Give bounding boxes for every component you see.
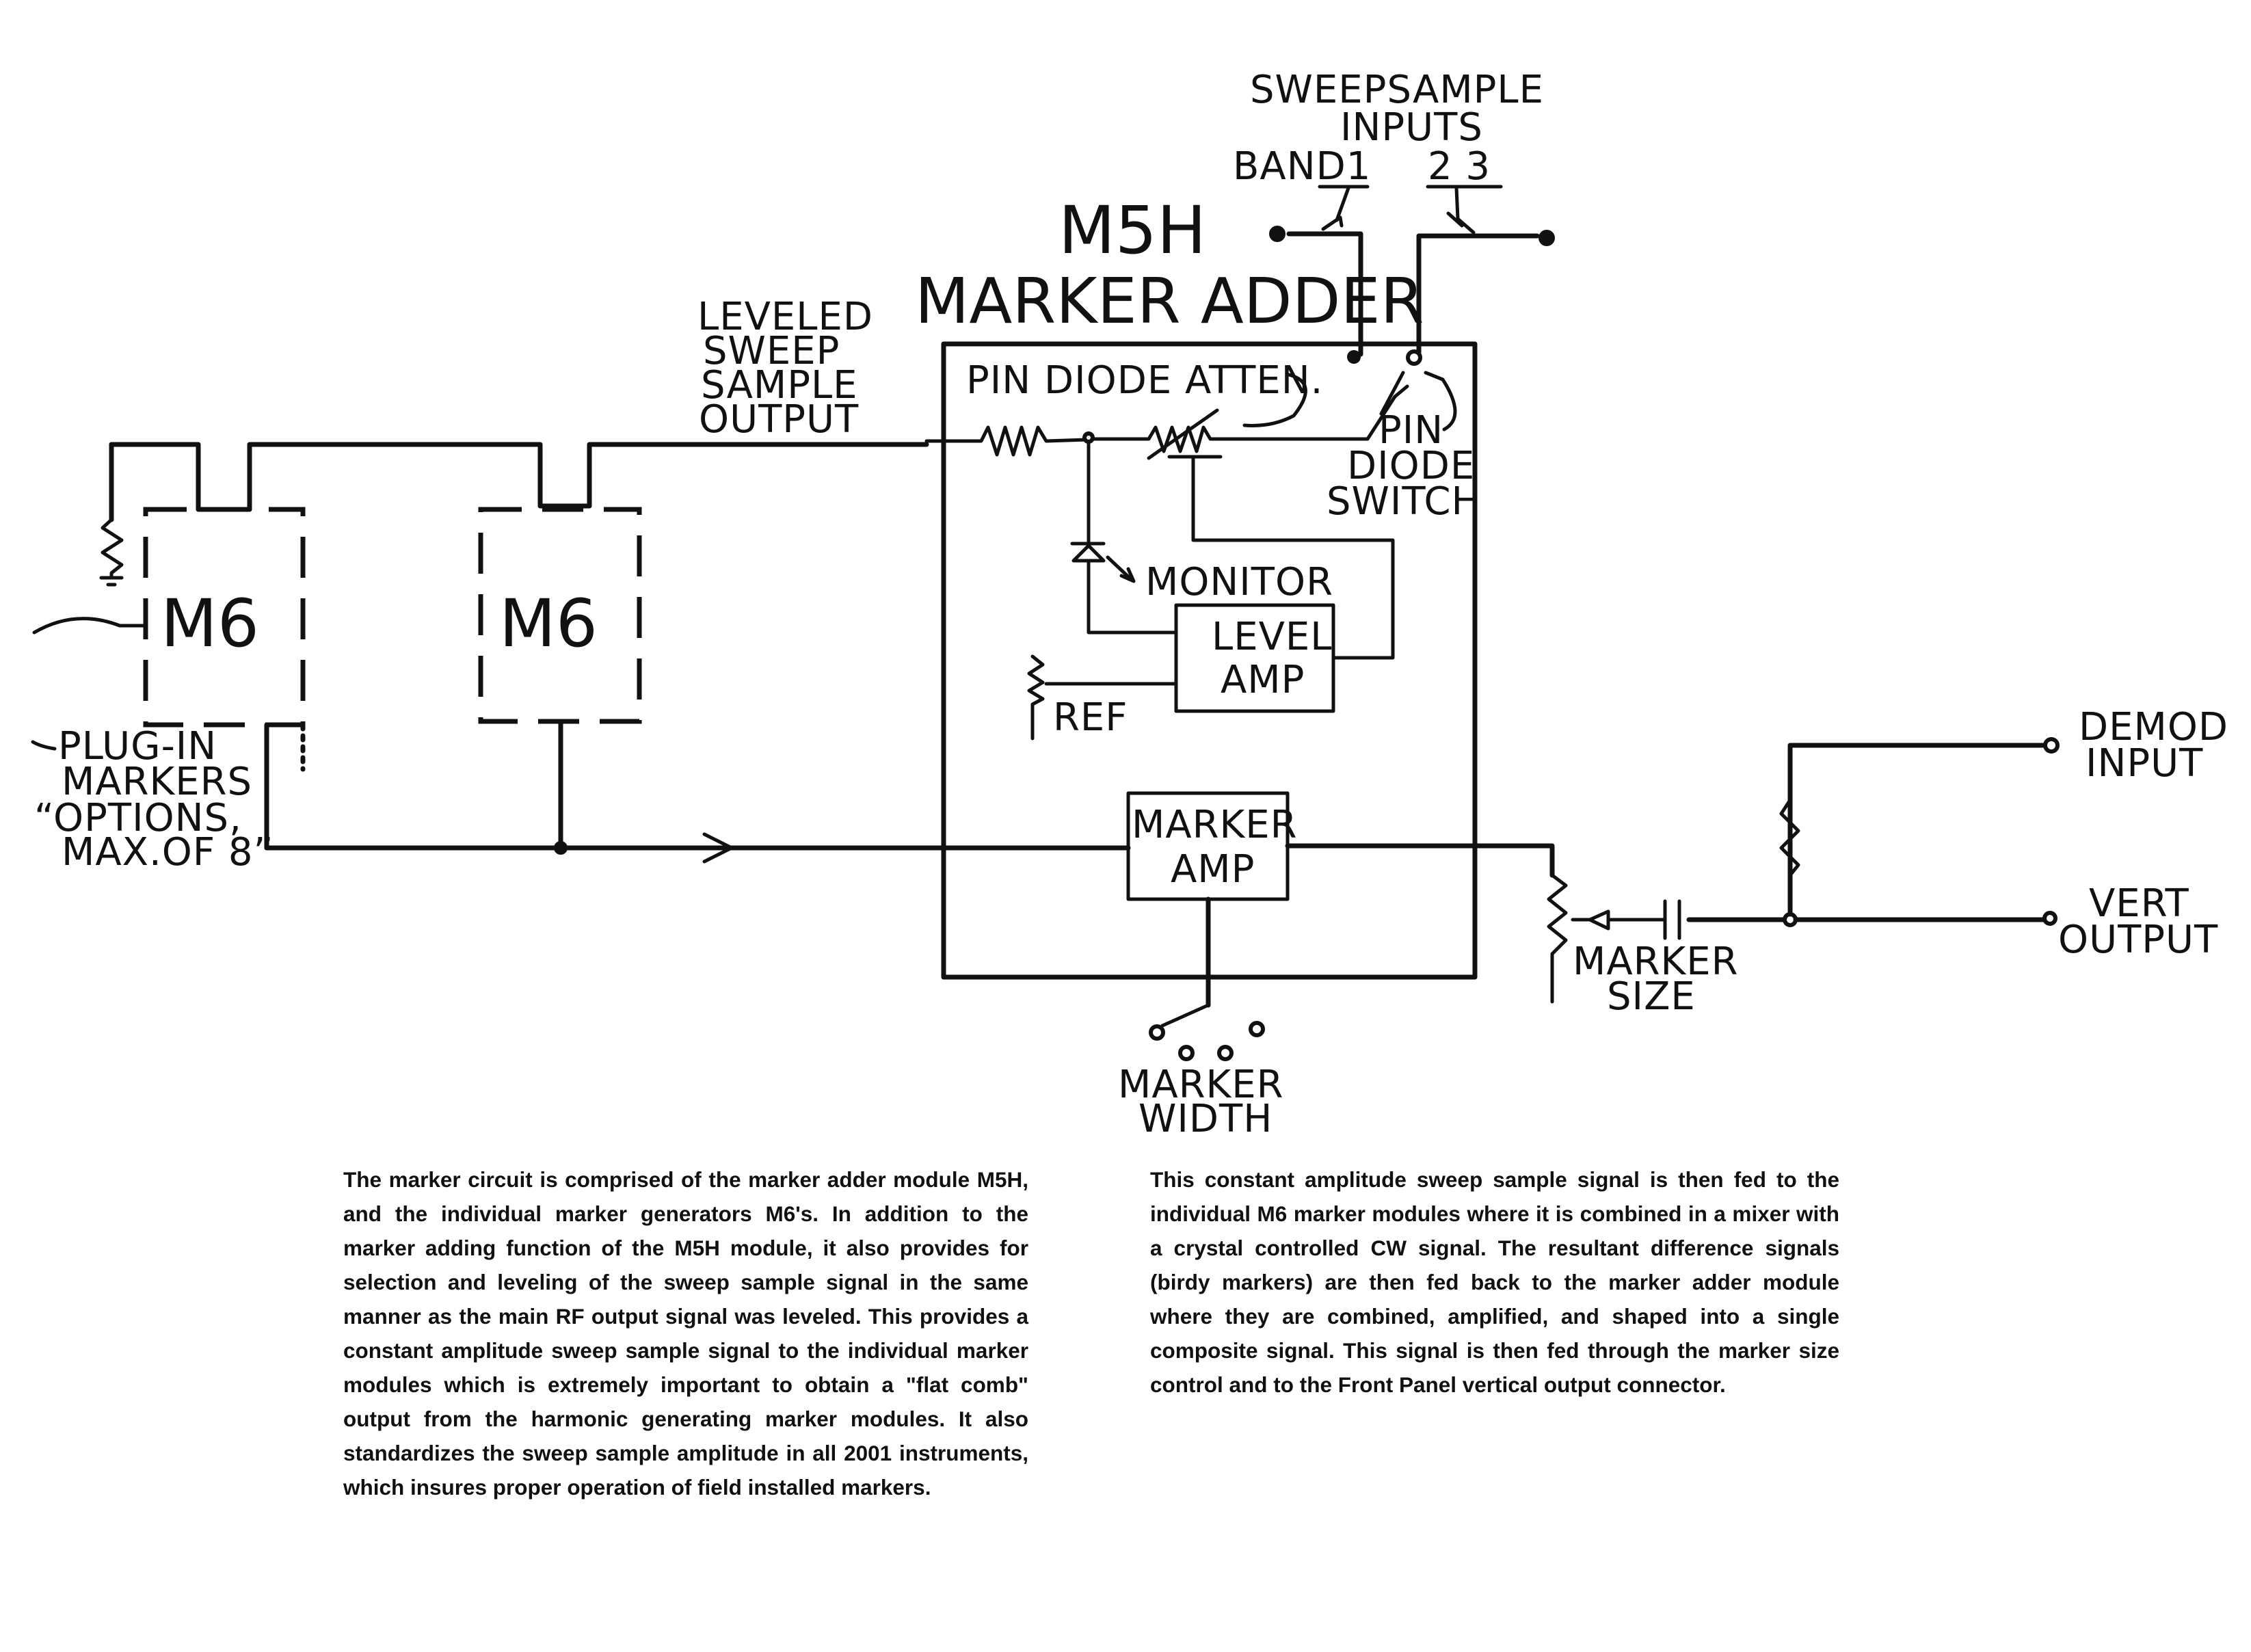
level-amp-box — [1174, 603, 1335, 713]
leveled-sweep-sample-output-label-4: OUTPUT — [699, 397, 859, 442]
pin-diode-switch-label-3: SWITCH — [1327, 479, 1481, 524]
leveled-sweep-sample-output-label-2: SWEEP — [703, 329, 840, 373]
marker-size-label-2: SIZE — [1607, 974, 1696, 1019]
switch-terminal-2-icon — [1406, 349, 1422, 366]
sweep-sample-inputs-label-1: SWEEPSAMPLE — [1250, 68, 1544, 112]
plug-in-label-2: MARKERS — [62, 760, 252, 804]
marker-width-blade-icon[interactable] — [1160, 1003, 1210, 1028]
m6-left-label: M6 — [161, 585, 259, 662]
monitor-diode-icon — [1071, 544, 1106, 563]
band-1-wire — [1286, 231, 1363, 357]
pin-diode-atten-resistor-icon[interactable] — [1091, 395, 1397, 453]
band-1-terminal-icon[interactable] — [1269, 226, 1286, 242]
marker-adder-label: MARKER ADDER — [915, 265, 1424, 338]
plug-in-callout-arrow — [32, 617, 148, 635]
level-amp-label-1: LEVEL — [1212, 615, 1332, 659]
plug-in-label-1: PLUG-IN — [58, 724, 217, 769]
plug-in-callout-tail — [31, 740, 57, 751]
demod-input-label-1: DEMOD — [2079, 705, 2228, 749]
band-2-3-wire — [1416, 233, 1540, 355]
marker-width-position-3-icon[interactable] — [1217, 1045, 1234, 1061]
band-2-3-label: 2 3 — [1428, 144, 1491, 189]
marker-width-label-2: WIDTH — [1138, 1097, 1273, 1141]
marker-size-wiper-icon[interactable] — [1571, 909, 1665, 931]
monitor-label: MONITOR — [1145, 560, 1333, 604]
description-paragraph-left: The marker circuit is comprised of the m… — [343, 1167, 1028, 1500]
m5h-label: M5H — [1058, 192, 1206, 269]
series-resistor-icon — [924, 425, 1089, 457]
leveled-sweep-sample-output-label-3: SAMPLE — [701, 363, 858, 408]
vert-output-label-1: VERT — [2089, 881, 2189, 926]
m6-left-module-box — [143, 507, 306, 728]
termination-resistor-icon — [101, 518, 124, 580]
marker-amp-label-2: AMP — [1171, 847, 1255, 892]
marker-width-position-1-icon[interactable] — [1149, 1024, 1165, 1041]
leveled-sweep-sample-output-label-1: LEVELED — [697, 295, 873, 339]
demod-input-terminal-icon[interactable] — [2043, 737, 2060, 754]
ref-potentiometer-icon[interactable] — [1027, 654, 1045, 741]
plug-in-label-3: “OPTIONS, — [34, 796, 242, 840]
marker-amp-output-wire — [1285, 843, 1555, 878]
signal-direction-arrow-icon — [702, 832, 734, 864]
switch-terminal-1-icon — [1347, 350, 1361, 364]
bus-junction-icon — [554, 841, 568, 855]
pin-switch-blade-icon[interactable] — [1379, 371, 1409, 416]
marker-width-position-2-icon[interactable] — [1178, 1045, 1195, 1061]
pin-diode-switch-label-1: PIN — [1378, 408, 1443, 453]
marker-size-label-1: MARKER — [1573, 940, 1739, 984]
plug-in-label-4: MAX.OF 8” — [62, 830, 274, 875]
sweep-sample-inputs-label-2: INPUTS — [1340, 105, 1483, 150]
level-amp-label-2: AMP — [1221, 658, 1305, 702]
marker-amp-label-1: MARKER — [1132, 803, 1298, 847]
band-1-label: BAND1 — [1233, 144, 1371, 189]
monitor-callout-arrow — [1106, 555, 1136, 583]
band-1-selector-arrow — [1321, 186, 1350, 231]
leveled-sweep-sample-bus — [109, 442, 929, 512]
demod-input-label-2: INPUT — [2086, 741, 2203, 786]
monitor-to-level-amp-wire — [1087, 559, 1178, 635]
marker-width-position-4-icon[interactable] — [1249, 1021, 1265, 1037]
marker-width-label-1: MARKER — [1118, 1063, 1284, 1107]
description-paragraph-right: This constant amplitude sweep sample sig… — [1150, 1167, 1839, 1397]
demod-resistor-icon — [1779, 798, 1800, 877]
band-2-3-terminal-icon[interactable] — [1539, 230, 1555, 246]
marker-size-potentiometer-icon[interactable] — [1547, 873, 1568, 1004]
demod-input-wire — [1787, 743, 2047, 803]
level-control-wire — [1191, 455, 1395, 660]
pin-diode-switch-label-2: DIODE — [1347, 444, 1475, 488]
band-2-3-selector-arrow — [1446, 186, 1476, 235]
pin-switch-callout-arrow — [1424, 371, 1457, 431]
pin-atten-callout-arrow — [1242, 373, 1307, 427]
ref-label: REF — [1053, 695, 1128, 740]
m6-right-label: M6 — [499, 585, 598, 662]
variable-atten-arrow-icon — [1147, 408, 1219, 460]
vert-output-terminal-icon[interactable] — [2042, 911, 2057, 926]
pin-diode-atten-label: PIN DIODE ATTEN. — [966, 358, 1323, 403]
vert-output-label-2: OUTPUT — [2058, 918, 2218, 962]
